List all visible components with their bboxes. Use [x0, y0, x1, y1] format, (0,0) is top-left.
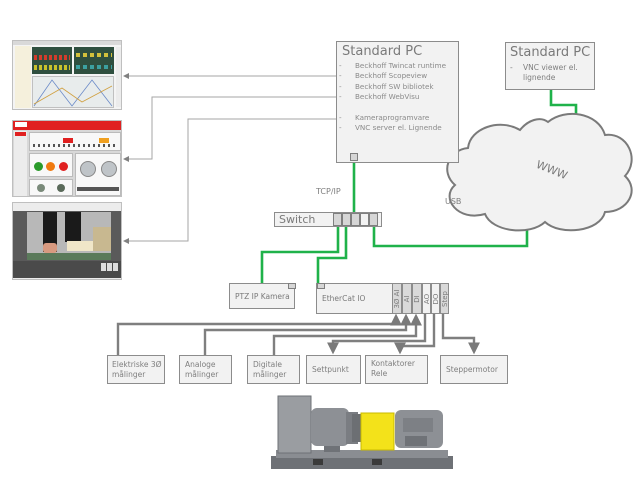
pc-main-software-list: Beckhoff Twincat runtime Beckhoff Scopev… — [337, 61, 446, 134]
ptz-label: PTZ IP Kamera — [235, 292, 290, 301]
motor-generator-set — [271, 395, 453, 469]
switch-port-3 — [351, 213, 360, 226]
internet-cloud — [446, 113, 633, 232]
ethercat-io: EtherCat IO 3Ø AI AI DI AO DO Step — [316, 283, 449, 314]
link-camera — [123, 118, 338, 244]
camera-port — [288, 283, 296, 289]
network-switch: Switch — [274, 212, 382, 227]
io-slot-ai: AI — [402, 283, 412, 314]
switch-to-ethercat — [316, 223, 348, 283]
switch-port-5 — [369, 213, 378, 226]
usb-label: USB — [445, 197, 462, 206]
software-item: Beckhoff Twincat runtime — [337, 61, 446, 72]
link-webvisu — [123, 96, 338, 162]
switch-label: Switch — [279, 213, 316, 226]
camera-screenshot — [12, 202, 122, 280]
pc-remote-title: Standard PC — [510, 45, 591, 60]
visualization-links — [123, 73, 338, 244]
io-slot-di: DI — [412, 283, 422, 314]
scopeview-screenshot — [12, 40, 122, 110]
ethercat-label: EtherCat IO — [322, 294, 366, 303]
software-item: Kameraprogramvare — [337, 113, 446, 124]
io-slot-step: Step — [440, 283, 449, 314]
peripheral-stepper-motor: Steppermotor — [440, 355, 508, 384]
pc-remote-software: - VNC viewer el. lignende — [510, 63, 578, 82]
switch-port-1 — [333, 213, 342, 226]
io-slot-do: DO — [431, 283, 440, 314]
standard-pc-main: Standard PC Beckhoff Twincat runtime Bec… — [336, 41, 459, 163]
ptz-ip-camera: PTZ IP Kamera — [229, 283, 296, 309]
link-contactors — [394, 314, 436, 355]
switch-port-2 — [342, 213, 351, 226]
link-analog — [203, 313, 412, 355]
tcpip-label: TCP/IP — [316, 187, 341, 196]
link-setpoint — [327, 314, 427, 355]
software-item: VNC server el. Lignende — [337, 123, 446, 134]
switch-port-4 — [360, 213, 369, 226]
software-item: Beckhoff SW bibliotek — [337, 82, 446, 93]
io-slot-3phase-ai: 3Ø AI — [392, 283, 402, 314]
webvisu-screenshot — [12, 120, 122, 197]
signal-links — [116, 313, 480, 355]
ethercat-port — [317, 283, 325, 289]
pc-main-title: Standard PC — [342, 44, 423, 59]
software-item: Beckhoff Scopeview — [337, 71, 446, 82]
io-slot-ao: AO — [422, 283, 431, 314]
software-item: Beckhoff WebVisu — [337, 92, 446, 103]
link-digital — [272, 313, 422, 355]
pc-ethernet-port — [350, 153, 358, 161]
link-stepper — [441, 314, 480, 355]
switch-to-ptz — [260, 223, 340, 283]
link-3phase — [116, 313, 402, 355]
peripheral-setpoint: Settpunkt — [306, 355, 361, 384]
standard-pc-remote: Standard PC - VNC viewer el. lignende — [505, 42, 595, 90]
